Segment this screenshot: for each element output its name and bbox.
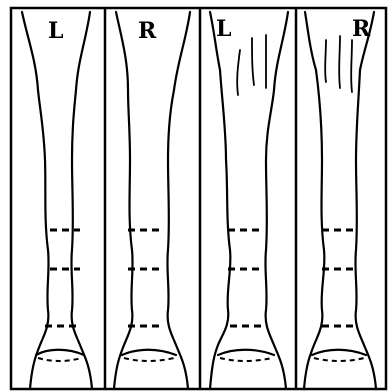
leg-label-front-right: R: [138, 18, 157, 44]
leg-label-hind-left: L: [216, 16, 231, 42]
leg-label-hind-right: R: [352, 16, 371, 42]
leg-hind-right: R: [304, 12, 376, 389]
leg-label-front-left: L: [48, 18, 63, 44]
leg-outline: [22, 12, 49, 389]
chart-frame: [11, 8, 386, 389]
leg-front-left: L: [22, 12, 92, 389]
leg-front-right: R: [114, 12, 190, 389]
leg-hind-left: L: [210, 12, 288, 389]
